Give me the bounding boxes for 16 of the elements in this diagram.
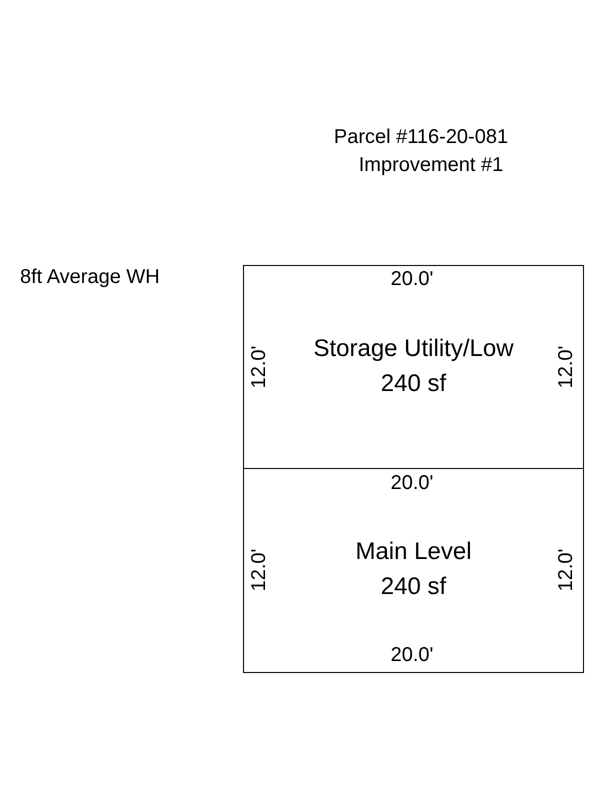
room-name: Storage Utility/Low (313, 334, 514, 364)
dimension-label: 12.0' (554, 548, 578, 592)
dimension-label: 12.0' (247, 346, 271, 388)
note-text: 8ft Average WH (20, 265, 160, 289)
dimension-label: 12.0' (554, 346, 578, 388)
room-name: Main Level (355, 537, 472, 567)
title-text: Improvement #1 (358, 153, 504, 177)
room-outline (243, 468, 584, 673)
room-area: 240 sf (380, 366, 446, 401)
room-outline (243, 265, 584, 469)
room-area: 240 sf (380, 569, 446, 604)
dimension-label: 20.0' (390, 471, 434, 495)
dimension-label: 20.0' (390, 267, 434, 291)
title-text: Parcel #116-20-081 (334, 125, 508, 149)
dimension-label: 12.0' (247, 548, 271, 592)
dimension-label: 20.0' (390, 643, 434, 667)
